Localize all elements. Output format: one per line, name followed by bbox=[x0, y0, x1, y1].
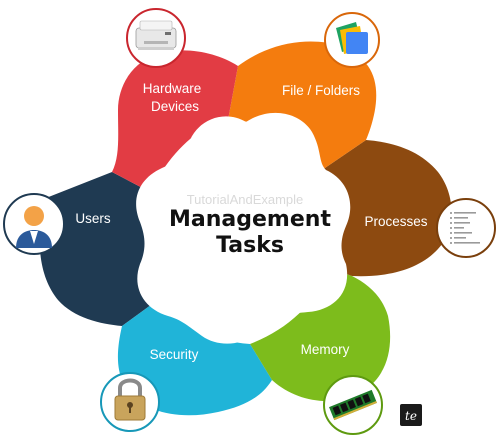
padlock-icon bbox=[100, 372, 160, 432]
user-avatar-icon bbox=[3, 193, 65, 255]
label-security: Security bbox=[150, 347, 199, 362]
label-memory: Memory bbox=[301, 342, 350, 357]
segment-hardware-devices bbox=[112, 50, 238, 192]
logo-text: te bbox=[405, 409, 417, 423]
watermark-text: TutorialAndExample bbox=[187, 192, 304, 207]
center-title-line1: Management bbox=[169, 207, 331, 232]
label-hardware-line2: Devices bbox=[151, 99, 199, 114]
te-logo: te bbox=[400, 404, 422, 426]
label-users: Users bbox=[75, 211, 111, 226]
segment-users bbox=[39, 172, 166, 326]
label-processes: Processes bbox=[364, 214, 427, 229]
printer-icon bbox=[126, 8, 186, 68]
label-hardware-line1: Hardware bbox=[143, 81, 202, 96]
segment-memory bbox=[250, 268, 391, 402]
segment-file-folders bbox=[228, 41, 377, 170]
process-list-icon bbox=[436, 198, 496, 258]
ram-module-icon bbox=[323, 375, 383, 435]
ring-segments bbox=[39, 41, 452, 416]
center-title-line2: Tasks bbox=[216, 233, 284, 258]
segment-processes bbox=[322, 140, 452, 277]
label-file-folders: File / Folders bbox=[282, 83, 360, 98]
center-blob bbox=[136, 112, 351, 344]
segment-security bbox=[117, 294, 273, 416]
file-folder-icon bbox=[324, 12, 380, 68]
